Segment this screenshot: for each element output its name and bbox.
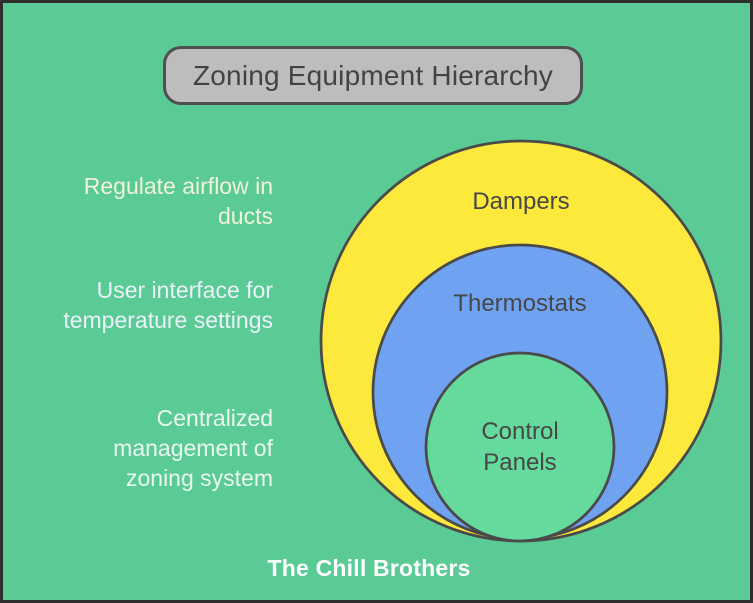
control-panels-ring-label: Control Panels [481,418,559,476]
control-panels-ring [424,351,616,543]
thermostats-ring-label: Thermostats [453,290,587,317]
onion-rings-graphic [319,139,723,543]
diagram-title-pill: Zoning Equipment Hierarchy [163,46,583,105]
diagram-title: Zoning Equipment Hierarchy [192,59,554,91]
thermostats-description: User interface for temperature settings [63,277,273,333]
brand-footer: The Chill Brothers [267,555,471,581]
dampers-ring-label: Dampers [472,188,570,215]
dampers-description: Regulate airflow in ducts [83,173,273,229]
control-panels-description: Centralized management of zoning system [113,405,273,491]
